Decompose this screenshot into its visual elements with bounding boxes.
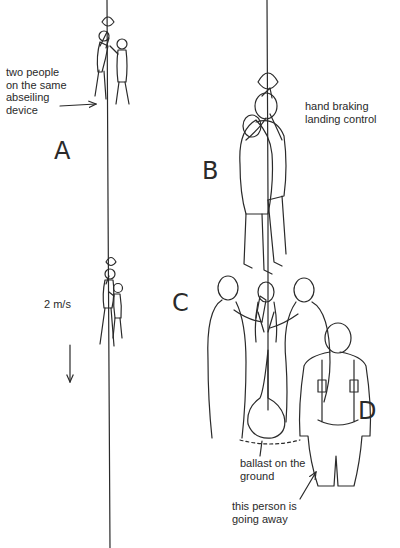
figure-letter: C — [172, 290, 189, 318]
leader-arrow — [300, 472, 316, 499]
figure-letter: A — [54, 138, 70, 166]
callout-note: hand braking landing control — [305, 100, 379, 125]
figure-letter: D — [358, 398, 376, 426]
rope — [267, 0, 268, 410]
callout-note: this person is going away — [232, 500, 314, 525]
abseilers-pair — [95, 17, 129, 104]
callout-note: ballast on the ground — [240, 457, 322, 482]
speed-arrow — [69, 345, 70, 382]
leader-line — [260, 441, 262, 456]
speed-label: 2 m/s — [44, 298, 71, 311]
abseilers-pair — [100, 258, 123, 347]
landing-crew — [208, 276, 330, 444]
callout-note: two people on the same abseiling device — [6, 66, 70, 117]
figure-letter: B — [202, 158, 218, 186]
leader-arrow — [60, 104, 96, 106]
rope — [107, 0, 110, 548]
abseilers-pair — [240, 73, 286, 274]
ballast-bag — [248, 350, 285, 438]
